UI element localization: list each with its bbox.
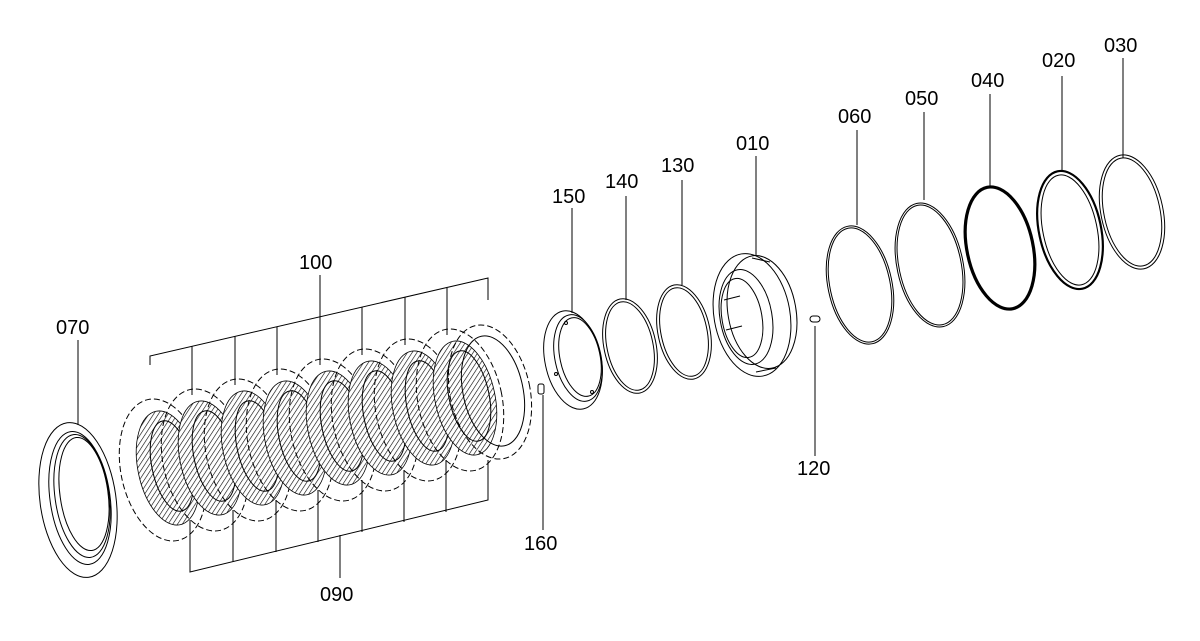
callout-020: 020: [1042, 50, 1076, 72]
callout-120: 120: [797, 458, 831, 480]
callout-160: 160: [524, 533, 558, 555]
leader-lines: [77, 58, 1124, 578]
part-120-pin: [809, 315, 821, 323]
callout-050: 050: [905, 88, 939, 110]
clutch-pack-discs: [118, 324, 533, 542]
part-130-ring: [656, 284, 712, 380]
part-070-ring: [38, 422, 118, 578]
part-040-ring: [963, 185, 1037, 311]
part-010-housing: [712, 253, 798, 377]
clutch-pack-brackets: [149, 277, 489, 573]
part-150-plate: [543, 310, 603, 410]
callout-070: 070: [56, 317, 90, 339]
callout-090: 090: [320, 584, 354, 606]
part-060-ring: [825, 225, 895, 345]
callout-040: 040: [971, 70, 1005, 92]
disc-9: [447, 324, 533, 460]
part-050-ring: [894, 202, 966, 328]
callout-100: 100: [299, 252, 333, 274]
part-020-ring: [1036, 169, 1104, 291]
callout-150: 150: [552, 186, 586, 208]
callout-010: 010: [736, 133, 770, 155]
part-160-pin: [537, 383, 545, 395]
callout-030: 030: [1104, 35, 1138, 57]
part-140-ring: [602, 298, 658, 394]
callout-060: 060: [838, 106, 872, 128]
callout-130: 130: [661, 155, 695, 177]
part-030-ring: [1098, 154, 1166, 270]
callout-140: 140: [605, 171, 639, 193]
